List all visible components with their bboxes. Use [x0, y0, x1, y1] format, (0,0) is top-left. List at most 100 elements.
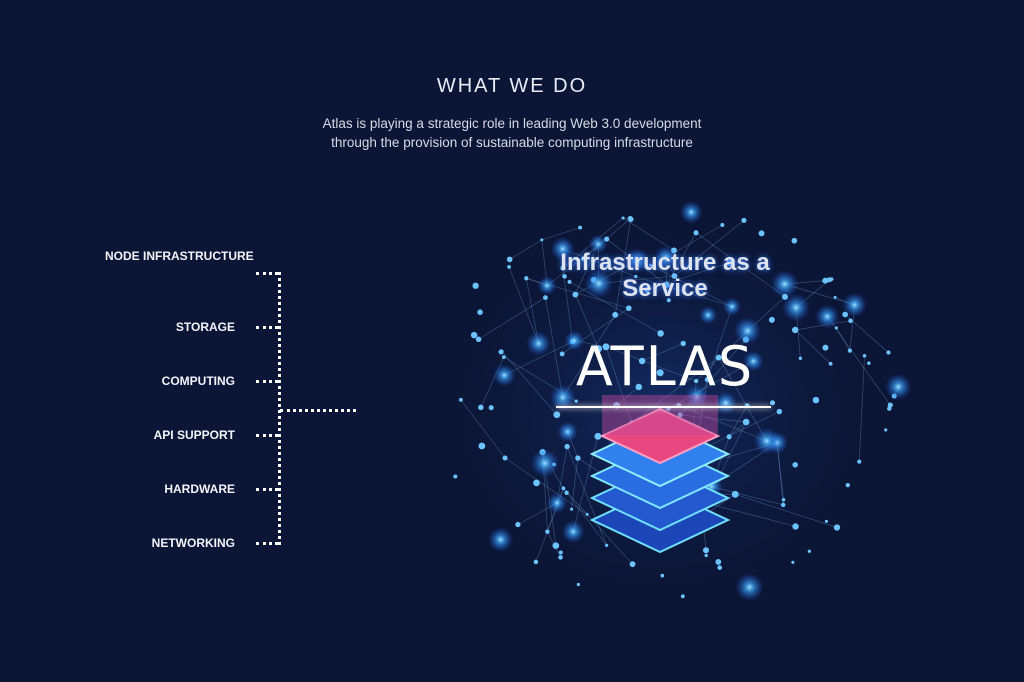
network-node	[684, 385, 709, 409]
network-link	[678, 405, 767, 442]
network-node	[656, 369, 664, 377]
network-node	[735, 573, 764, 602]
network-node	[572, 291, 579, 298]
network-link	[666, 232, 697, 285]
network-node	[833, 295, 837, 299]
network-node	[886, 350, 891, 355]
network-node	[848, 318, 853, 324]
network-node	[726, 259, 734, 267]
network-node	[842, 311, 849, 318]
network-node	[798, 356, 803, 360]
network-link	[718, 357, 768, 442]
network-node	[649, 263, 653, 267]
network-node	[621, 216, 625, 220]
network-node	[585, 512, 589, 516]
network-node	[791, 326, 799, 334]
network-node	[693, 230, 699, 236]
network-node	[834, 326, 838, 330]
network-node	[552, 542, 560, 549]
network-node	[717, 565, 723, 570]
network-node	[533, 559, 539, 565]
connector-dots	[256, 272, 278, 275]
network-node	[580, 256, 587, 262]
network-node	[501, 355, 506, 360]
network-node	[612, 311, 619, 318]
network-link	[826, 316, 891, 406]
network-link	[711, 486, 784, 506]
network-node	[546, 492, 568, 514]
network-link	[674, 220, 745, 277]
logo-divider	[556, 406, 771, 408]
network-node	[472, 282, 479, 289]
network-node	[634, 274, 638, 279]
network-node	[515, 521, 521, 528]
network-node	[857, 459, 862, 464]
network-node	[887, 402, 893, 408]
network-node	[792, 523, 799, 530]
network-node	[867, 361, 871, 365]
connector-main	[280, 409, 356, 412]
network-link	[504, 457, 588, 515]
network-node	[578, 225, 583, 230]
network-node	[567, 279, 572, 284]
network-node	[595, 345, 603, 353]
atlas-logo: ATLAS	[575, 335, 755, 398]
network-node	[781, 293, 789, 300]
network-node	[604, 236, 610, 242]
network-node	[575, 455, 581, 461]
server-top-glow	[602, 395, 718, 435]
network-node	[845, 482, 850, 488]
network-node	[833, 524, 841, 531]
network-node	[722, 297, 742, 316]
network-node	[663, 281, 670, 288]
network-node	[561, 519, 585, 544]
network-link	[616, 386, 640, 406]
network-node	[884, 373, 912, 401]
network-node	[543, 295, 548, 300]
network-node	[537, 276, 557, 296]
network-node	[506, 256, 513, 263]
network-node	[487, 526, 514, 553]
network-link	[646, 262, 731, 291]
network-node	[828, 361, 833, 366]
network-node	[887, 406, 892, 411]
network-node	[627, 216, 633, 222]
service-computing: COMPUTING	[161, 374, 235, 388]
network-node	[533, 479, 540, 487]
network-node	[550, 236, 575, 262]
network-node	[815, 304, 840, 329]
network-node	[574, 399, 578, 403]
network-node	[660, 573, 665, 578]
network-link	[504, 341, 573, 376]
network-node	[720, 223, 725, 227]
network-node	[812, 396, 820, 404]
network-node	[792, 462, 798, 468]
network-node	[680, 594, 685, 599]
network-node	[524, 276, 529, 281]
network-link	[563, 488, 633, 565]
network-link	[508, 266, 539, 344]
network-node	[477, 309, 483, 315]
network-node	[564, 490, 569, 495]
network-node	[733, 316, 762, 345]
network-link	[635, 276, 733, 307]
connector-dots	[256, 380, 278, 383]
network-link	[501, 351, 558, 415]
network-node	[703, 547, 709, 554]
network-node	[847, 348, 852, 353]
network-node	[829, 277, 834, 281]
network-link	[605, 346, 633, 423]
network-link	[680, 414, 747, 423]
network-node	[588, 234, 608, 254]
network-node	[657, 330, 664, 337]
network-link	[622, 217, 675, 251]
network-node	[492, 363, 516, 387]
network-node	[791, 237, 798, 244]
network-node	[478, 442, 486, 450]
network-link	[641, 343, 684, 362]
page-title: WHAT WE DO	[436, 75, 588, 97]
network-link	[728, 421, 747, 438]
network-node	[776, 408, 783, 415]
network-node	[677, 412, 683, 418]
